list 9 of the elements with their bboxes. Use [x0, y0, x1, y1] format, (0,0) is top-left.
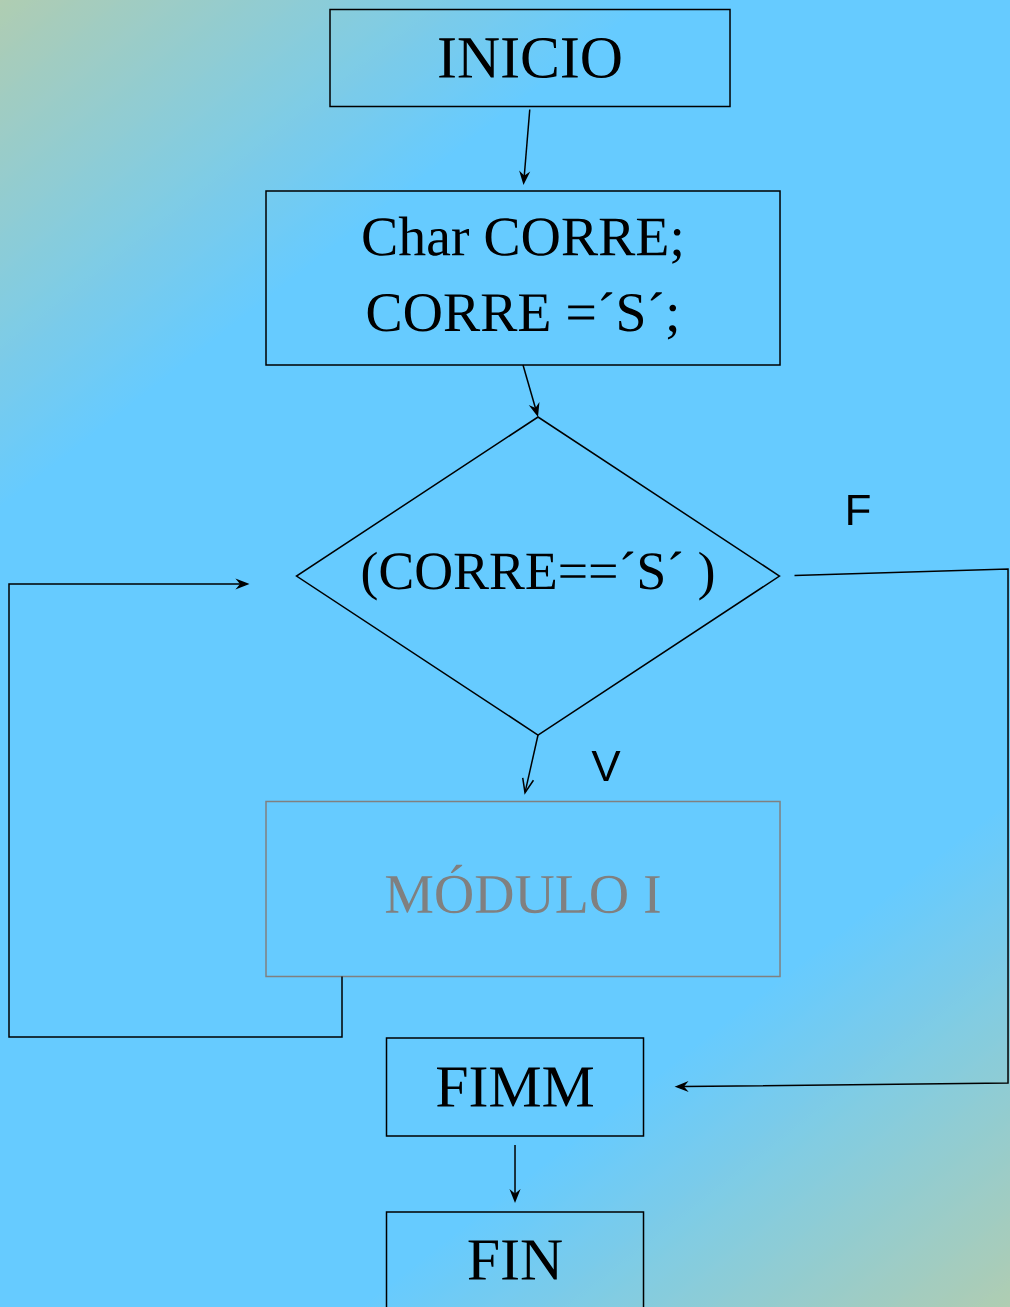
- arrow: [8, 578, 343, 1038]
- process-box: FIN: [385, 1211, 645, 1307]
- arrow: [521, 734, 539, 795]
- process-box: INICIO: [329, 8, 731, 108]
- process-box: MÓDULO I: [265, 800, 781, 978]
- edge-label: V: [591, 750, 621, 782]
- process-box: FIMM: [385, 1037, 645, 1137]
- edge-label: F: [848, 494, 870, 526]
- process-box: Char CORRE; CORRE =´S´;: [265, 190, 781, 366]
